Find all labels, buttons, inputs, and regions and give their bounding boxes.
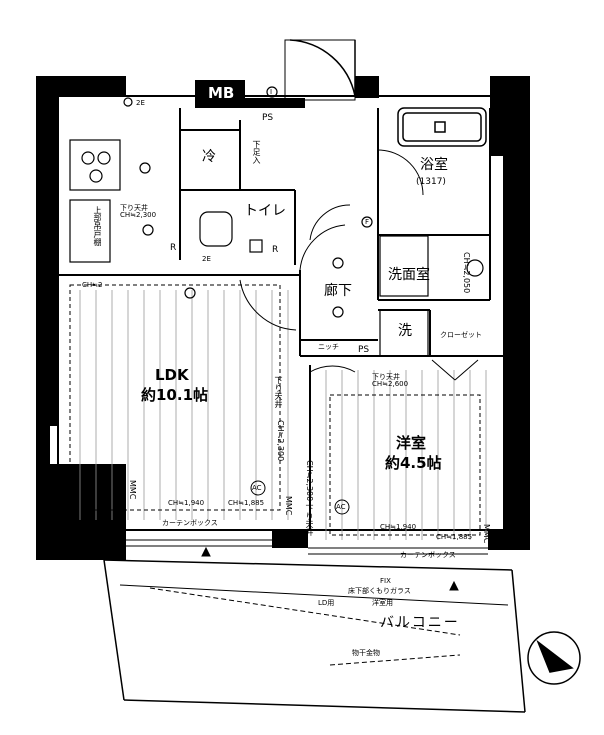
ld-yo-label: LD用	[318, 599, 335, 607]
curtain-box-2-label: カーテンボックス	[400, 551, 456, 559]
sen-label: 洗	[398, 323, 412, 339]
mb-label: MB	[208, 84, 235, 102]
mmc-1-label: MMC	[128, 480, 137, 500]
ceiling-outlines	[69, 284, 481, 536]
fix-glass-label: 床下部くもりガラス	[348, 587, 411, 595]
senmenshitsu-label: 洗面室	[388, 267, 430, 283]
window-lines	[126, 539, 488, 591]
compass	[527, 631, 581, 685]
ldk-label: LDK	[155, 366, 189, 384]
ch-bath-label: CH≒2,050	[462, 252, 471, 294]
ldk-size-label: 約10.1帖	[141, 386, 209, 404]
entrance-door	[284, 39, 356, 101]
ch-yo-2-label: CH≒1,885	[436, 533, 473, 541]
ch-ldk-1-label: CH≒1,940	[168, 499, 205, 507]
monohoshi-lines	[149, 587, 461, 666]
ch-2-label: CH≒2	[82, 281, 103, 289]
kaiten-label: 上部吊戸棚	[93, 206, 102, 246]
outer-walls	[36, 76, 530, 560]
yokushitsu-label: 浴室	[420, 157, 448, 173]
ps-top-label: PS	[262, 113, 274, 123]
fixtures	[69, 139, 484, 357]
balcony-outline	[103, 559, 526, 713]
r-2-label: R	[272, 245, 279, 255]
ch-yo-1-label: CH≒1,940	[380, 523, 417, 531]
ch-vert-ldk-label: CH≒2,300	[276, 420, 285, 462]
shitaten-vert-label: 下り天井	[274, 376, 283, 408]
fix-label: FIX	[380, 577, 391, 585]
light-symbols	[123, 86, 373, 318]
e2-2-label: 2E	[202, 255, 211, 263]
monohoshi-label: 物干金物	[352, 649, 380, 657]
yokenyo-label: 洋室用	[372, 599, 393, 607]
flooring-lines	[79, 290, 487, 540]
bathtub	[397, 107, 487, 147]
f-mark-label: F	[365, 218, 370, 226]
roka-label: 廊下	[324, 283, 352, 299]
r-1-label: R	[170, 243, 177, 253]
e2-1-label: 2E	[136, 99, 145, 107]
curtain-box-1-label: カーテンボックス	[162, 519, 218, 527]
ch-vert-yo-label: CH≒2,300 下り天井	[305, 460, 314, 536]
mmc-3-label: MMC	[482, 524, 491, 544]
mmc-2-label: MMC	[284, 496, 293, 516]
ac-2-label: AC	[336, 503, 346, 511]
door-swings	[239, 149, 479, 381]
ac-1-label: AC	[252, 484, 262, 492]
yokushitsu-size-label: (1317)	[416, 177, 446, 187]
reizo-label: 冷	[202, 149, 216, 165]
toire-label: トイレ	[244, 203, 286, 219]
shitasoku-label: 下足入	[252, 140, 261, 164]
ch-kitchen-label: 下り天井 CH≒2,300	[120, 204, 157, 219]
balcony-label: バルコニー	[380, 615, 460, 631]
yoshitsu-label: 洋室	[396, 434, 427, 452]
i-mark-label: I	[270, 88, 273, 96]
closet-label: クローゼット	[440, 331, 482, 339]
ch-yoshitsu-top-label: 下り天井 CH≒2,600	[372, 373, 409, 388]
ps-mid-label: PS	[358, 345, 370, 355]
nicchi-label: ニッチ	[318, 343, 339, 351]
yoshitsu-size-label: 約4.5帖	[385, 454, 442, 472]
ac-markers	[250, 480, 350, 515]
ch-ldk-2-label: CH≒1,885	[228, 499, 265, 507]
